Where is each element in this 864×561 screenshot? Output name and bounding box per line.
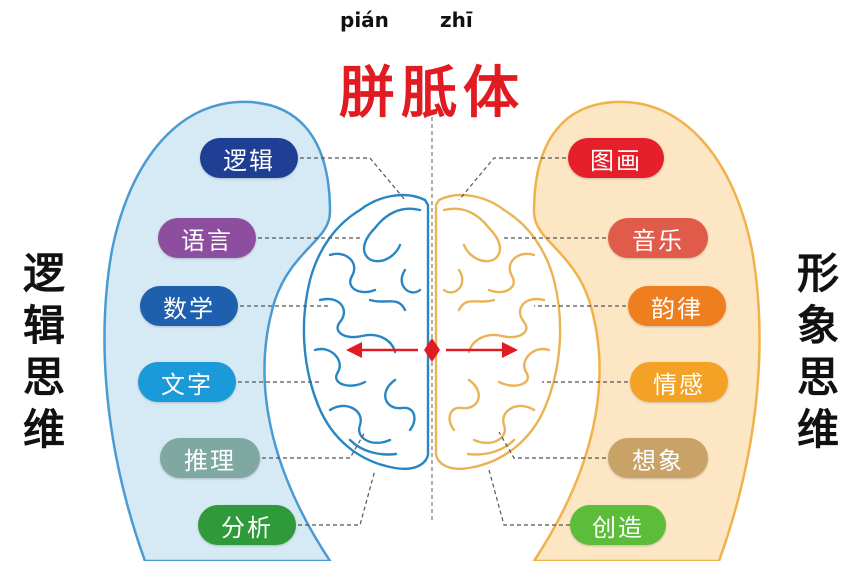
corpus-callosum-marker: [424, 338, 440, 362]
right-label-emotion: 情感: [630, 362, 728, 402]
left-label-reasoning: 推理: [160, 438, 260, 478]
left-connectors: [238, 157, 406, 526]
left-label-text: 文字: [138, 362, 236, 402]
left-brain-hemisphere: [302, 193, 430, 470]
right-title-char-1: 形: [796, 249, 839, 298]
right-label-drawing: 图画: [568, 138, 664, 178]
right-label-rhythm: 韵律: [628, 286, 726, 326]
right-title-char-2: 象: [796, 301, 839, 350]
left-title-char-2: 辑: [22, 301, 65, 350]
right-side-title: 形 象 思 维: [788, 248, 848, 456]
left-label-analysis: 分析: [198, 505, 296, 545]
left-side-title: 逻 辑 思 维: [14, 248, 74, 456]
arrow-left: [346, 342, 418, 358]
right-brain-hemisphere: [434, 193, 562, 470]
left-panel: [103, 100, 332, 561]
right-label-imagination: 想象: [608, 438, 708, 478]
right-connectors: [458, 157, 628, 526]
left-title-char-1: 逻: [22, 249, 65, 298]
right-label-creation: 创造: [570, 505, 666, 545]
left-title-char-4: 维: [22, 405, 65, 454]
pinyin-zhi: zhī: [440, 8, 473, 32]
right-title-char-4: 维: [796, 405, 839, 454]
left-title-char-3: 思: [22, 353, 65, 402]
right-title-char-3: 思: [796, 353, 839, 402]
arrow-right: [446, 342, 518, 358]
left-label-logic: 逻辑: [200, 138, 298, 178]
right-label-music: 音乐: [608, 218, 708, 258]
left-label-language: 语言: [158, 218, 256, 258]
main-title: 胼胝体: [339, 61, 525, 126]
pinyin-pian: pián: [340, 8, 389, 32]
left-label-math: 数学: [140, 286, 238, 326]
